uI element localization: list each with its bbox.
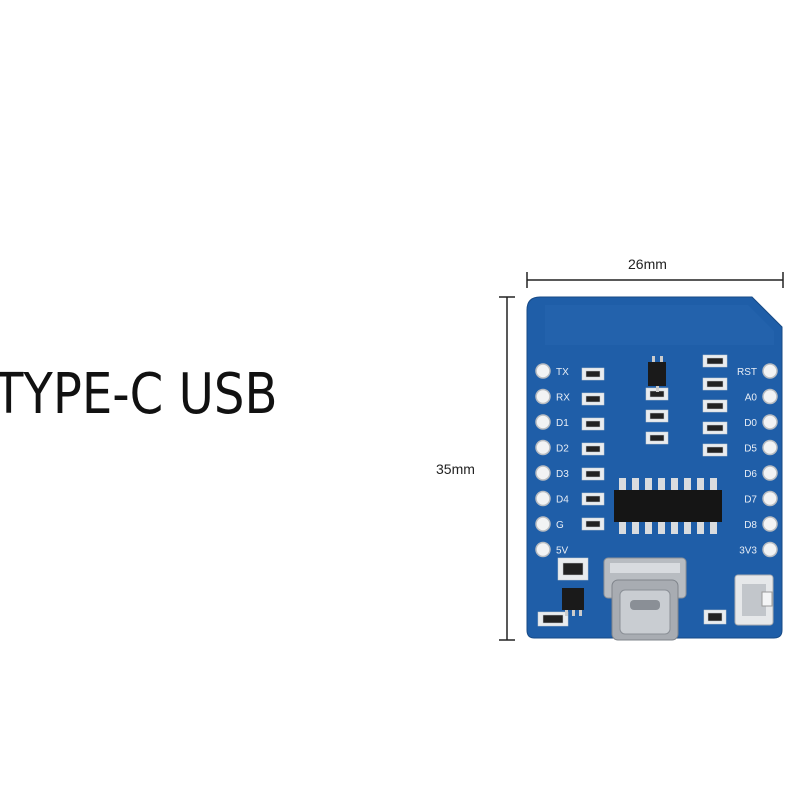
pin-hole-right xyxy=(762,414,778,430)
usb-serial-ic xyxy=(614,478,722,534)
smd-components xyxy=(537,354,728,627)
pin-label-right: D7 xyxy=(744,495,757,506)
usb-c-connector xyxy=(603,557,687,641)
left-pin-holes xyxy=(535,363,551,558)
pin-label-left: D4 xyxy=(556,495,569,506)
pin-label-right: D5 xyxy=(744,444,757,455)
pin-hole-right xyxy=(762,388,778,405)
pin-hole-right xyxy=(762,465,778,481)
pin-hole-left xyxy=(535,541,551,558)
transistor-chip xyxy=(648,356,666,392)
pin-label-left: TX xyxy=(556,367,569,378)
pin-hole-right xyxy=(762,490,778,507)
width-dimension-line xyxy=(526,272,784,288)
pin-hole-left xyxy=(535,363,551,379)
pin-hole-left xyxy=(535,439,551,456)
pin-hole-left xyxy=(535,490,551,507)
pin-hole-right xyxy=(762,363,778,379)
pin-label-left: D2 xyxy=(556,444,569,455)
height-dimension-label: 35mm xyxy=(436,461,475,477)
pin-hole-left xyxy=(535,414,551,430)
product-title: TYPE-C USB xyxy=(0,362,278,427)
pin-label-right: A0 xyxy=(745,393,758,404)
pin-label-left: D1 xyxy=(556,418,569,429)
pin-label-right: D6 xyxy=(744,469,757,480)
pin-label-left: G xyxy=(556,520,564,531)
pin-hole-left xyxy=(535,516,551,532)
pin-hole-right xyxy=(762,439,778,456)
width-dimension-label: 26mm xyxy=(628,256,667,272)
pin-label-right: RST xyxy=(737,367,757,378)
pin-label-left: 5V xyxy=(556,546,569,557)
pin-label-left: D3 xyxy=(556,469,569,480)
pin-label-right: D8 xyxy=(744,520,757,531)
pin-hole-left xyxy=(535,388,551,405)
pin-hole-right xyxy=(762,516,778,532)
pin-hole-right xyxy=(762,541,778,558)
height-dimension-line xyxy=(499,296,515,641)
voltage-regulator-chip xyxy=(562,588,584,616)
pin-label-right: D0 xyxy=(744,418,757,429)
right-pin-holes xyxy=(762,363,778,558)
pin-label-right: 3V3 xyxy=(739,546,757,557)
pin-hole-left xyxy=(535,465,551,481)
pin-label-left: RX xyxy=(556,393,570,404)
reset-button xyxy=(734,574,774,626)
